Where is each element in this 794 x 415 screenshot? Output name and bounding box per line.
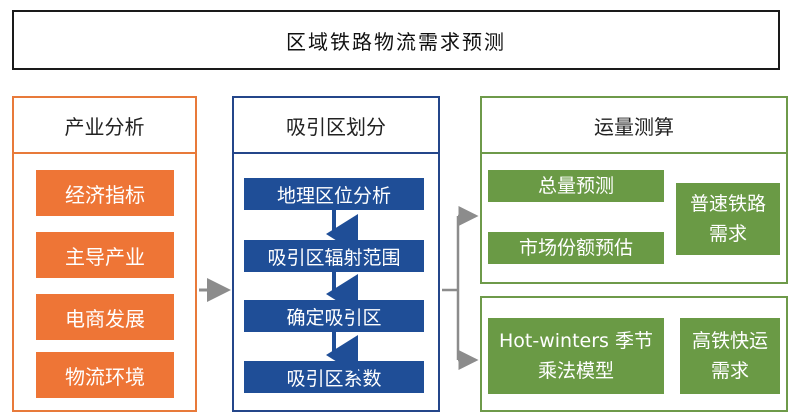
industry-item-logistics-environment: 物流环境: [36, 352, 174, 398]
industry-item-ecommerce: 电商发展: [36, 294, 174, 340]
volume-market-share: 市场份额预估: [488, 232, 664, 264]
volume-highspeed-demand: 高铁快运需求: [680, 318, 780, 394]
industry-item-leading-industry: 主导产业: [36, 232, 174, 278]
industry-item-economic-indicators: 经济指标: [36, 170, 174, 216]
volume-hotwinters-model: Hot-winters 季节乘法模型: [488, 318, 664, 394]
volume-ordinary-rail-demand: 普速铁路需求: [676, 183, 780, 255]
attraction-header: 吸引区划分: [232, 96, 440, 154]
volume-header: 运量测算: [480, 96, 788, 154]
volume-total-forecast: 总量预测: [488, 170, 664, 202]
industry-header: 产业分析: [12, 96, 197, 154]
attraction-step-radiation-range: 吸引区辐射范围: [244, 240, 424, 272]
diagram-title: 区域铁路物流需求预测: [12, 10, 780, 70]
attraction-step-geo-analysis: 地理区位分析: [244, 178, 424, 210]
volume-panel-bottom: [480, 296, 788, 412]
attraction-step-determine-zone: 确定吸引区: [244, 300, 424, 332]
